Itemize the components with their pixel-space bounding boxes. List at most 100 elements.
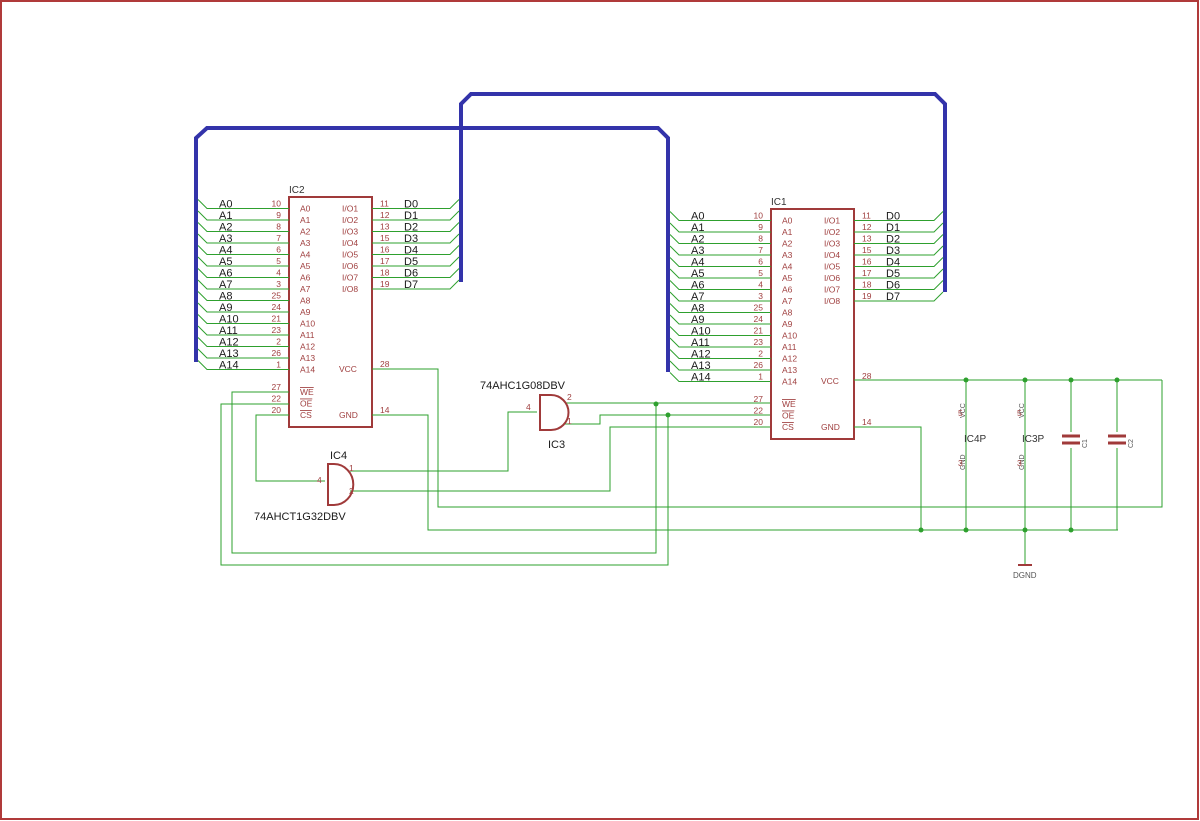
ic2-addr-wire bbox=[197, 199, 289, 209]
ic2-pin-label: A10 bbox=[300, 319, 315, 329]
ic2-net-d7: D7 bbox=[404, 279, 418, 291]
ic2-pin-label: A6 bbox=[300, 273, 311, 283]
ic2-data-wire bbox=[372, 268, 460, 278]
ic2-pin-number: 24 bbox=[272, 302, 282, 312]
ic2-data-wire bbox=[372, 210, 460, 221]
ic2-pin-label: A9 bbox=[300, 307, 311, 317]
ic3-name: IC3 bbox=[548, 439, 565, 451]
ic1-pin-label: A5 bbox=[782, 273, 793, 283]
address-bus bbox=[194, 92, 947, 372]
ic2-ctrl-pin: 20 bbox=[272, 405, 282, 415]
ic1-label: IC1 bbox=[771, 197, 787, 208]
ic1-addr-wire bbox=[669, 337, 771, 348]
ic2-pin-number: 2 bbox=[276, 337, 281, 347]
ic2-gnd-pin: 14 bbox=[380, 405, 390, 415]
ic3p-gnd-pin: 3 bbox=[1017, 458, 1022, 468]
ic1-addr-wire bbox=[669, 257, 771, 267]
ic2-addr-wire bbox=[197, 325, 289, 336]
ic4p-gnd-pin: 3 bbox=[958, 458, 963, 468]
ic2-net-d5: D5 bbox=[404, 256, 418, 268]
ic1-pin-label: A6 bbox=[782, 285, 793, 295]
ic2-address-wires bbox=[197, 199, 460, 370]
ic1-ctrl-pin: 27 bbox=[754, 394, 764, 404]
ic2-addr-wire bbox=[197, 210, 289, 221]
ic1-pin-number: 7 bbox=[758, 245, 763, 255]
ic1-io-pin-number: 18 bbox=[862, 280, 872, 290]
ic1-address-wires bbox=[669, 211, 944, 382]
ic2-net-d2: D2 bbox=[404, 222, 418, 234]
ic1-io-label: I/O1 bbox=[824, 216, 840, 226]
ic2-pin-number: 26 bbox=[272, 348, 282, 358]
capacitor-c2: C2 bbox=[1108, 432, 1135, 448]
ic1-ctrl-label: CS bbox=[782, 422, 794, 432]
ic2-io-label: I/O6 bbox=[342, 261, 358, 271]
ic2-pin-number: 25 bbox=[272, 291, 282, 301]
ic2-pin-number: 23 bbox=[272, 325, 282, 335]
ic1-data-wire bbox=[854, 222, 944, 233]
ic1-net-d3: D3 bbox=[886, 245, 900, 257]
ic3p-gnd: GND bbox=[1019, 454, 1026, 470]
ic1-data-wire bbox=[854, 211, 944, 221]
ic2-io-pin-number: 15 bbox=[380, 233, 390, 243]
ic1-io-label: I/O4 bbox=[824, 250, 840, 260]
ic2-addr-wire bbox=[197, 314, 289, 324]
ic3-pin-b: 2 bbox=[567, 392, 572, 402]
ic1-addr-wire bbox=[669, 303, 771, 313]
ic2-net-a12: A12 bbox=[219, 337, 239, 349]
ic2-net-a3: A3 bbox=[219, 233, 232, 245]
ic3p-name: IC3P bbox=[1022, 434, 1045, 445]
ic2-ctrl-label: CS bbox=[300, 410, 312, 420]
ic4-pin-a: 4 bbox=[317, 475, 322, 485]
ic1-io-pin-number: 12 bbox=[862, 222, 872, 232]
ic1-pin-label: A13 bbox=[782, 365, 797, 375]
control-wiring bbox=[220, 368, 1163, 566]
ic1-data-wire bbox=[854, 291, 944, 302]
ic3p-vcc: VCC bbox=[1019, 403, 1026, 418]
ic2-net-d4: D4 bbox=[404, 245, 418, 257]
ic2-data-wire bbox=[372, 256, 460, 267]
ic2-ctrl-pin: 22 bbox=[272, 394, 282, 404]
ic1-addr-wire bbox=[669, 349, 771, 359]
ic1-pin-number: 2 bbox=[758, 349, 763, 359]
ic1-ctrl-pin: 20 bbox=[754, 417, 764, 427]
ic2-io-pin-number: 19 bbox=[380, 279, 390, 289]
ic2-addr-wire bbox=[197, 337, 289, 347]
ic2-pin-number: 7 bbox=[276, 233, 281, 243]
ic2-addr-wire bbox=[197, 222, 289, 232]
ic1-net-a1: A1 bbox=[691, 222, 704, 234]
ic2-pin-number: 21 bbox=[272, 314, 282, 324]
ic2-net-a5: A5 bbox=[219, 256, 232, 268]
ic1-data-wire bbox=[854, 245, 944, 256]
ic2-net-a14: A14 bbox=[219, 360, 239, 372]
ic2-net-a7: A7 bbox=[219, 279, 232, 291]
ic1-pin-label: A4 bbox=[782, 262, 793, 272]
ic2-pin-label: A5 bbox=[300, 261, 311, 271]
ic1-io-pin-number: 17 bbox=[862, 268, 872, 278]
ic1-addr-wire bbox=[669, 268, 771, 279]
ic2-addr-wire bbox=[197, 360, 289, 370]
ic4p-vcc: VCC bbox=[960, 403, 967, 418]
ic1-pin-label: A14 bbox=[782, 377, 797, 387]
ic4-or-gate: IC4 74AHCT1G32DBV 4 1 2 bbox=[254, 450, 355, 523]
ic2-addr-wire bbox=[197, 291, 289, 301]
ic1-io-pin-number: 15 bbox=[862, 245, 872, 255]
ic2-net-d0: D0 bbox=[404, 199, 418, 211]
ic1-pin-number: 26 bbox=[754, 360, 764, 370]
ic1-io-label: I/O8 bbox=[824, 296, 840, 306]
ic1-net-a2: A2 bbox=[691, 234, 704, 246]
ic2-net-a13: A13 bbox=[219, 348, 239, 360]
ic1-addr-wire bbox=[669, 291, 771, 302]
ic2-pin-number: 4 bbox=[276, 268, 281, 278]
ic1-pin-number: 21 bbox=[754, 326, 764, 336]
ic2-label: IC2 bbox=[289, 185, 305, 196]
ic2-data-wire bbox=[372, 245, 460, 255]
ic2-pin-number: 8 bbox=[276, 222, 281, 232]
ic1-pin-number: 8 bbox=[758, 234, 763, 244]
ic1-net-a13: A13 bbox=[691, 360, 711, 372]
ic1-pin-number: 23 bbox=[754, 337, 764, 347]
ic1-net-a14: A14 bbox=[691, 372, 711, 384]
ic4-pin-c: 2 bbox=[349, 486, 354, 496]
ic2-pin-number: 9 bbox=[276, 210, 281, 220]
ground-label: DGND bbox=[1013, 571, 1037, 580]
